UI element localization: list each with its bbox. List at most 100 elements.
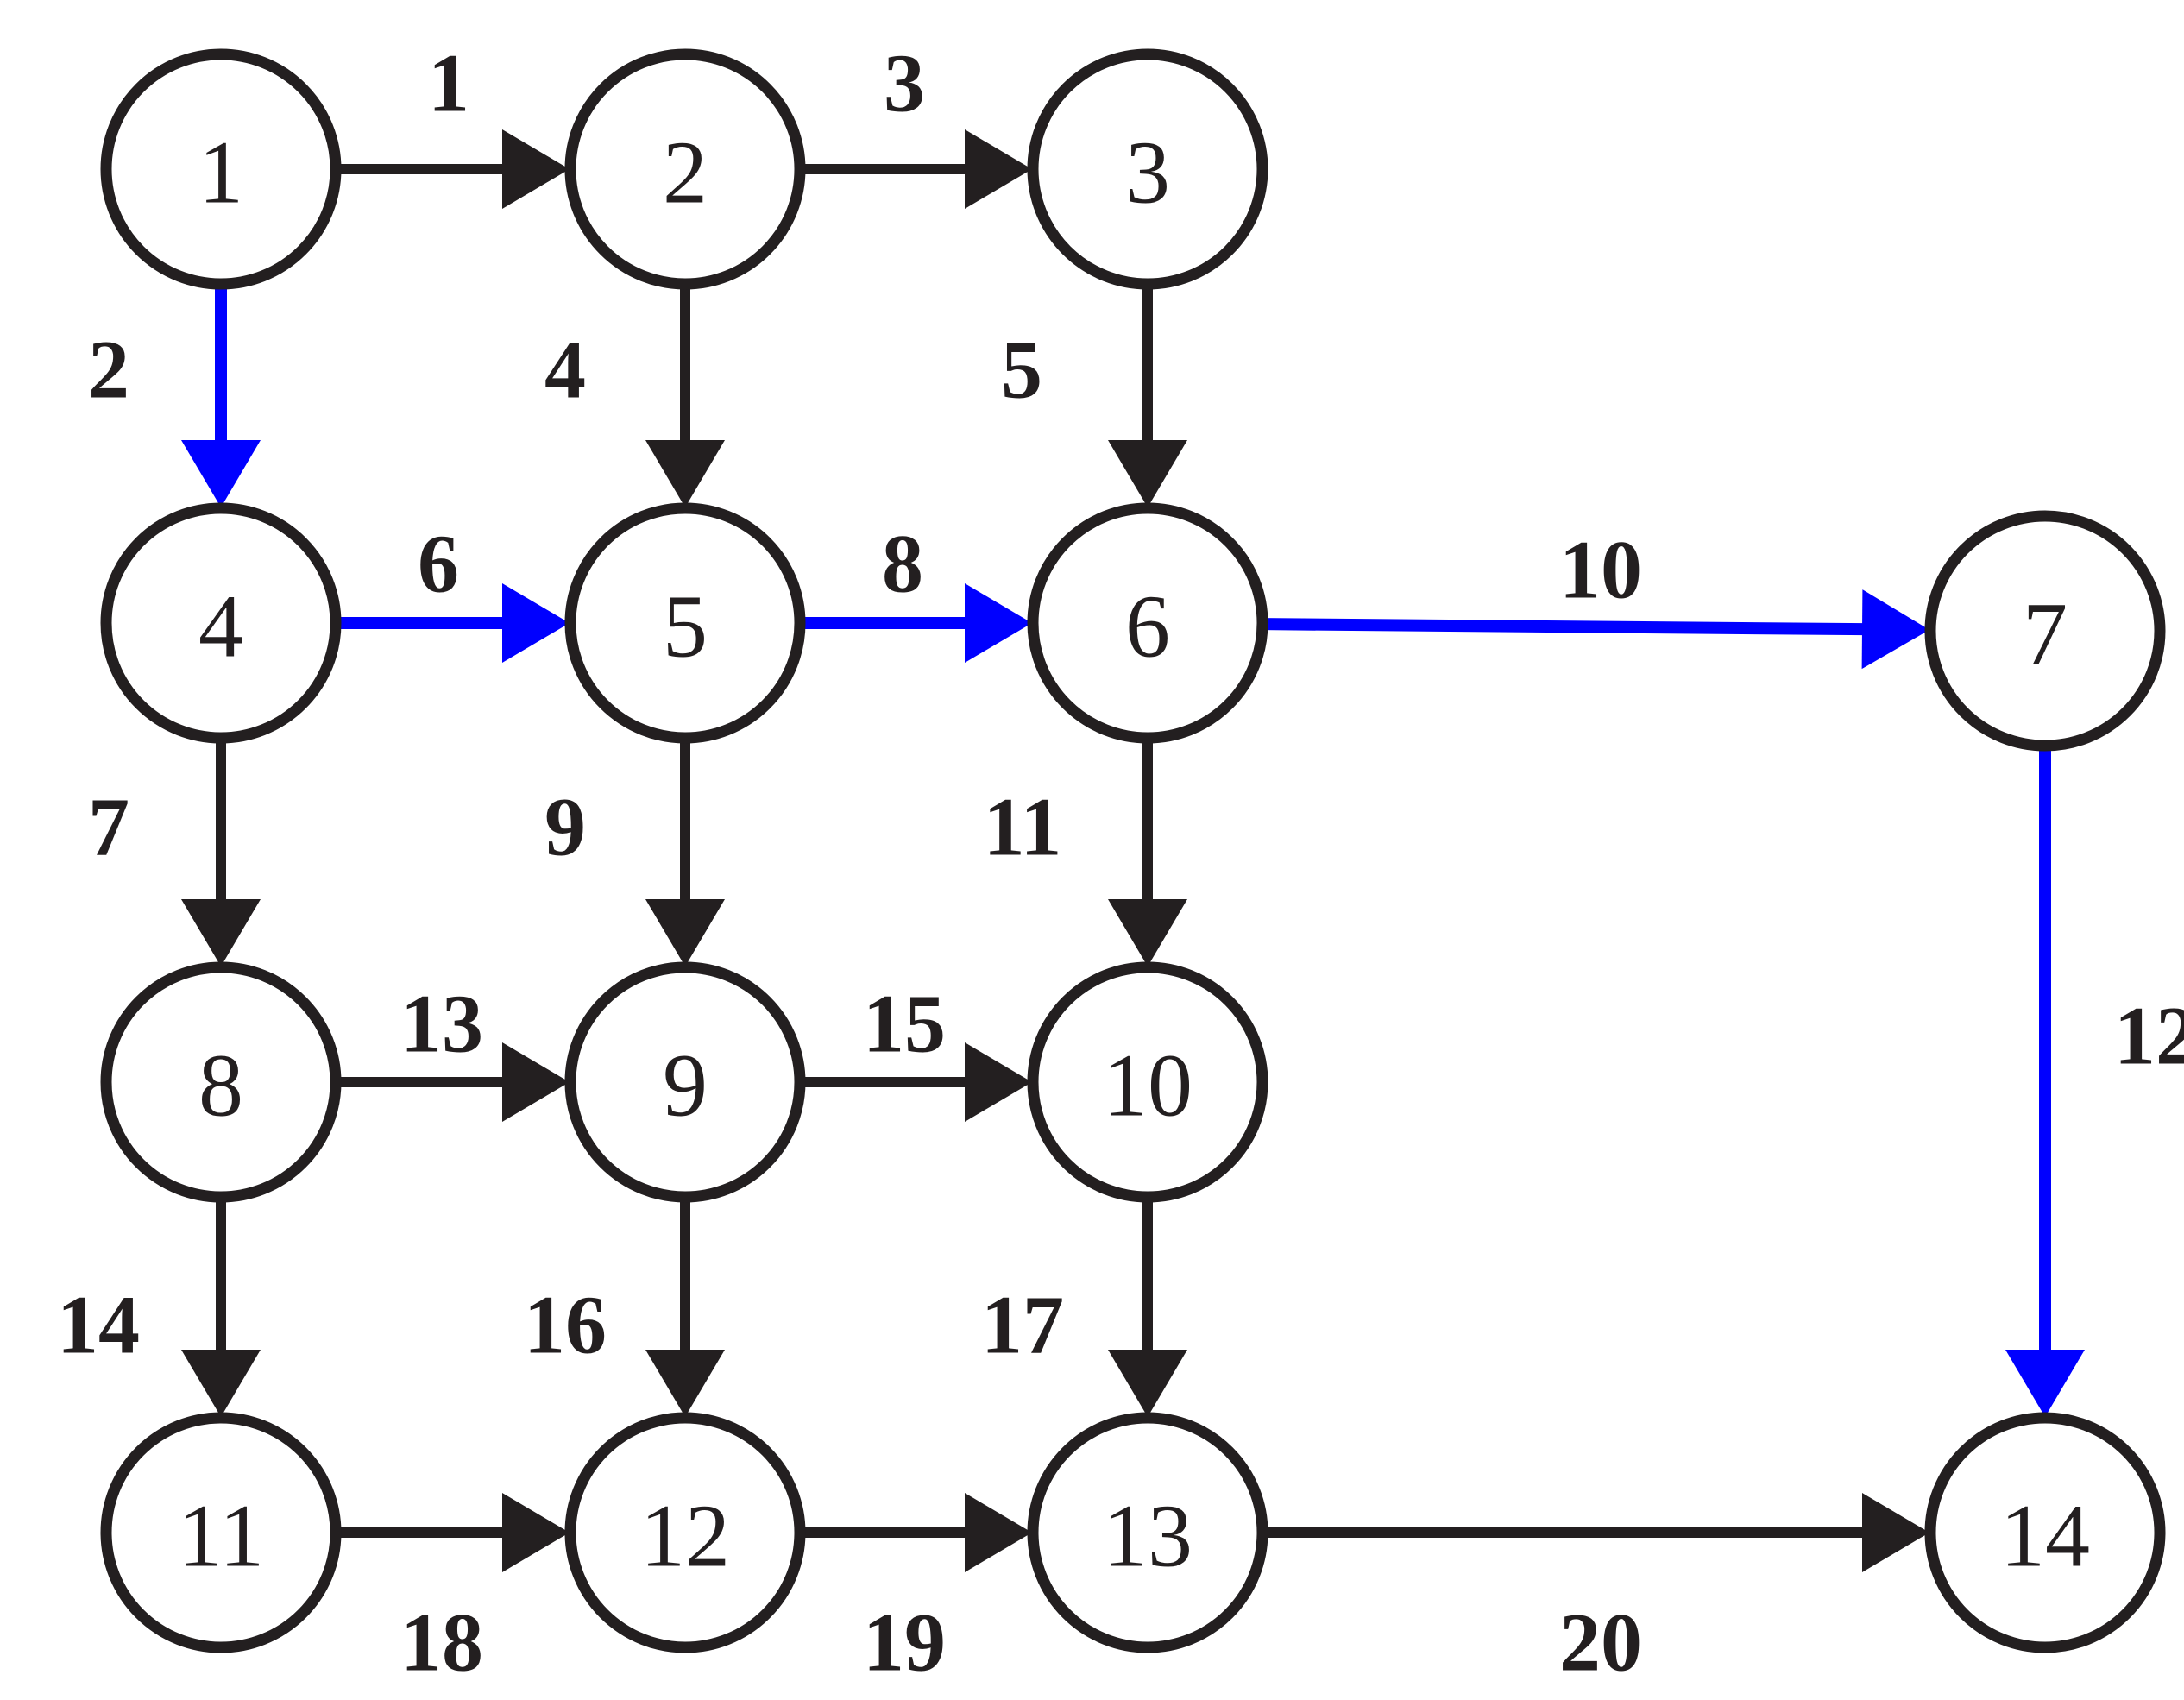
graph-node[interactable]: 14	[1924, 1412, 2166, 1653]
arrowhead-icon	[965, 1493, 1032, 1572]
node-label: 4	[198, 577, 243, 677]
edge-weight-label: 20	[1559, 1596, 1642, 1689]
node-circle	[564, 502, 806, 744]
edge-weight-label: 14	[57, 1279, 140, 1371]
edge-weight-label: 1	[428, 37, 469, 129]
edge-weight-label: 15	[863, 978, 946, 1070]
edge-weight-label: 8	[882, 518, 923, 610]
edge-weight-label: 19	[863, 1596, 946, 1689]
graph-edge[interactable]	[645, 740, 725, 966]
node-circle	[564, 48, 806, 290]
node-circle	[1924, 510, 2166, 752]
graph-edge[interactable]	[1108, 286, 1187, 507]
node-circle	[100, 961, 342, 1203]
arrowhead-icon	[181, 440, 261, 507]
edges-layer	[181, 129, 2085, 1572]
edge-weight-label: 2	[88, 324, 129, 416]
arrowhead-icon	[502, 583, 570, 663]
graph-edge[interactable]	[2005, 747, 2085, 1417]
graph-edge[interactable]	[1108, 1199, 1187, 1417]
graph-node[interactable]: 13	[1027, 1412, 1268, 1653]
node-label: 2	[663, 123, 708, 223]
graph-edge[interactable]	[337, 1493, 570, 1572]
node-label: 14	[2000, 1487, 2090, 1586]
node-circle	[1027, 48, 1268, 290]
edge-weight-label: 9	[544, 781, 586, 873]
graph-node[interactable]: 7	[1924, 510, 2166, 752]
node-label: 3	[1125, 123, 1170, 223]
graph-edge[interactable]	[802, 583, 1032, 663]
graph-edge[interactable]	[802, 1493, 1032, 1572]
graph-node[interactable]: 11	[100, 1412, 342, 1653]
arrowhead-icon	[645, 1350, 725, 1417]
node-circle	[1027, 502, 1268, 744]
edge-weight-label: 3	[884, 37, 925, 129]
node-label: 9	[663, 1036, 708, 1136]
edge-weight-label: 17	[981, 1279, 1064, 1371]
graph-node[interactable]: 2	[564, 48, 806, 290]
edge-weight-label: 18	[400, 1596, 483, 1689]
edge-weight-label: 5	[1001, 324, 1042, 416]
graph-node[interactable]: 8	[100, 961, 342, 1203]
graph-edge[interactable]	[1263, 589, 1930, 670]
graph-edge[interactable]	[1264, 1493, 1929, 1572]
arrowhead-icon	[645, 440, 725, 507]
node-circle	[1027, 1412, 1268, 1653]
graph-edge[interactable]	[337, 1042, 570, 1122]
graph-node[interactable]: 9	[564, 961, 806, 1203]
graph-edge[interactable]	[1108, 740, 1187, 966]
graph-node[interactable]: 3	[1027, 48, 1268, 290]
edge-weight-label: 6	[418, 518, 459, 610]
node-label: 5	[663, 577, 708, 677]
arrowhead-icon	[1108, 899, 1187, 966]
arrowhead-icon	[1108, 1350, 1187, 1417]
graph-edge[interactable]	[181, 1199, 261, 1417]
node-circle	[100, 1412, 342, 1653]
node-circle	[1924, 1412, 2166, 1653]
edge-weight-label: 11	[984, 781, 1062, 873]
node-circle	[564, 961, 806, 1203]
arrowhead-icon	[502, 1042, 570, 1122]
graph-edge[interactable]	[181, 740, 261, 966]
graph-edge[interactable]	[181, 286, 261, 507]
arrowhead-icon	[502, 129, 570, 209]
arrowhead-icon	[1861, 589, 1930, 670]
node-circle	[100, 502, 342, 744]
node-label: 10	[1103, 1036, 1193, 1136]
arrowhead-icon	[965, 1042, 1032, 1122]
node-circle	[100, 48, 342, 290]
arrowhead-icon	[502, 1493, 570, 1572]
arrowhead-icon	[645, 899, 725, 966]
graph-node[interactable]: 12	[564, 1412, 806, 1653]
arrowhead-icon	[2005, 1350, 2085, 1417]
node-label: 1	[198, 123, 243, 223]
graph-edge[interactable]	[337, 583, 570, 663]
edge-weight-label: 4	[544, 324, 586, 416]
edge-weight-label: 13	[400, 978, 483, 1070]
edge-weight-label: 7	[88, 781, 129, 873]
graph-edge[interactable]	[802, 1042, 1032, 1122]
arrowhead-icon	[1108, 440, 1187, 507]
graph-node[interactable]: 1	[100, 48, 342, 290]
arrowhead-icon	[965, 129, 1032, 209]
arrowhead-icon	[1862, 1493, 1929, 1572]
node-label: 13	[1103, 1487, 1193, 1586]
graph-node[interactable]: 6	[1027, 502, 1268, 744]
edge-weight-label: 10	[1559, 524, 1642, 616]
graph-node[interactable]: 5	[564, 502, 806, 744]
node-label: 11	[178, 1487, 264, 1586]
graph-node[interactable]: 4	[100, 502, 342, 744]
edge-weight-label: 16	[524, 1279, 607, 1371]
arrowhead-icon	[181, 1350, 261, 1417]
graph-edge[interactable]	[802, 129, 1032, 209]
node-label: 12	[640, 1487, 730, 1586]
graph-edge[interactable]	[645, 1199, 725, 1417]
node-label: 7	[2023, 585, 2068, 684]
node-circle	[1027, 961, 1268, 1203]
graph-edge[interactable]	[337, 129, 570, 209]
arrowhead-icon	[181, 899, 261, 966]
graph-node[interactable]: 10	[1027, 961, 1268, 1203]
graph-edge[interactable]	[645, 286, 725, 507]
